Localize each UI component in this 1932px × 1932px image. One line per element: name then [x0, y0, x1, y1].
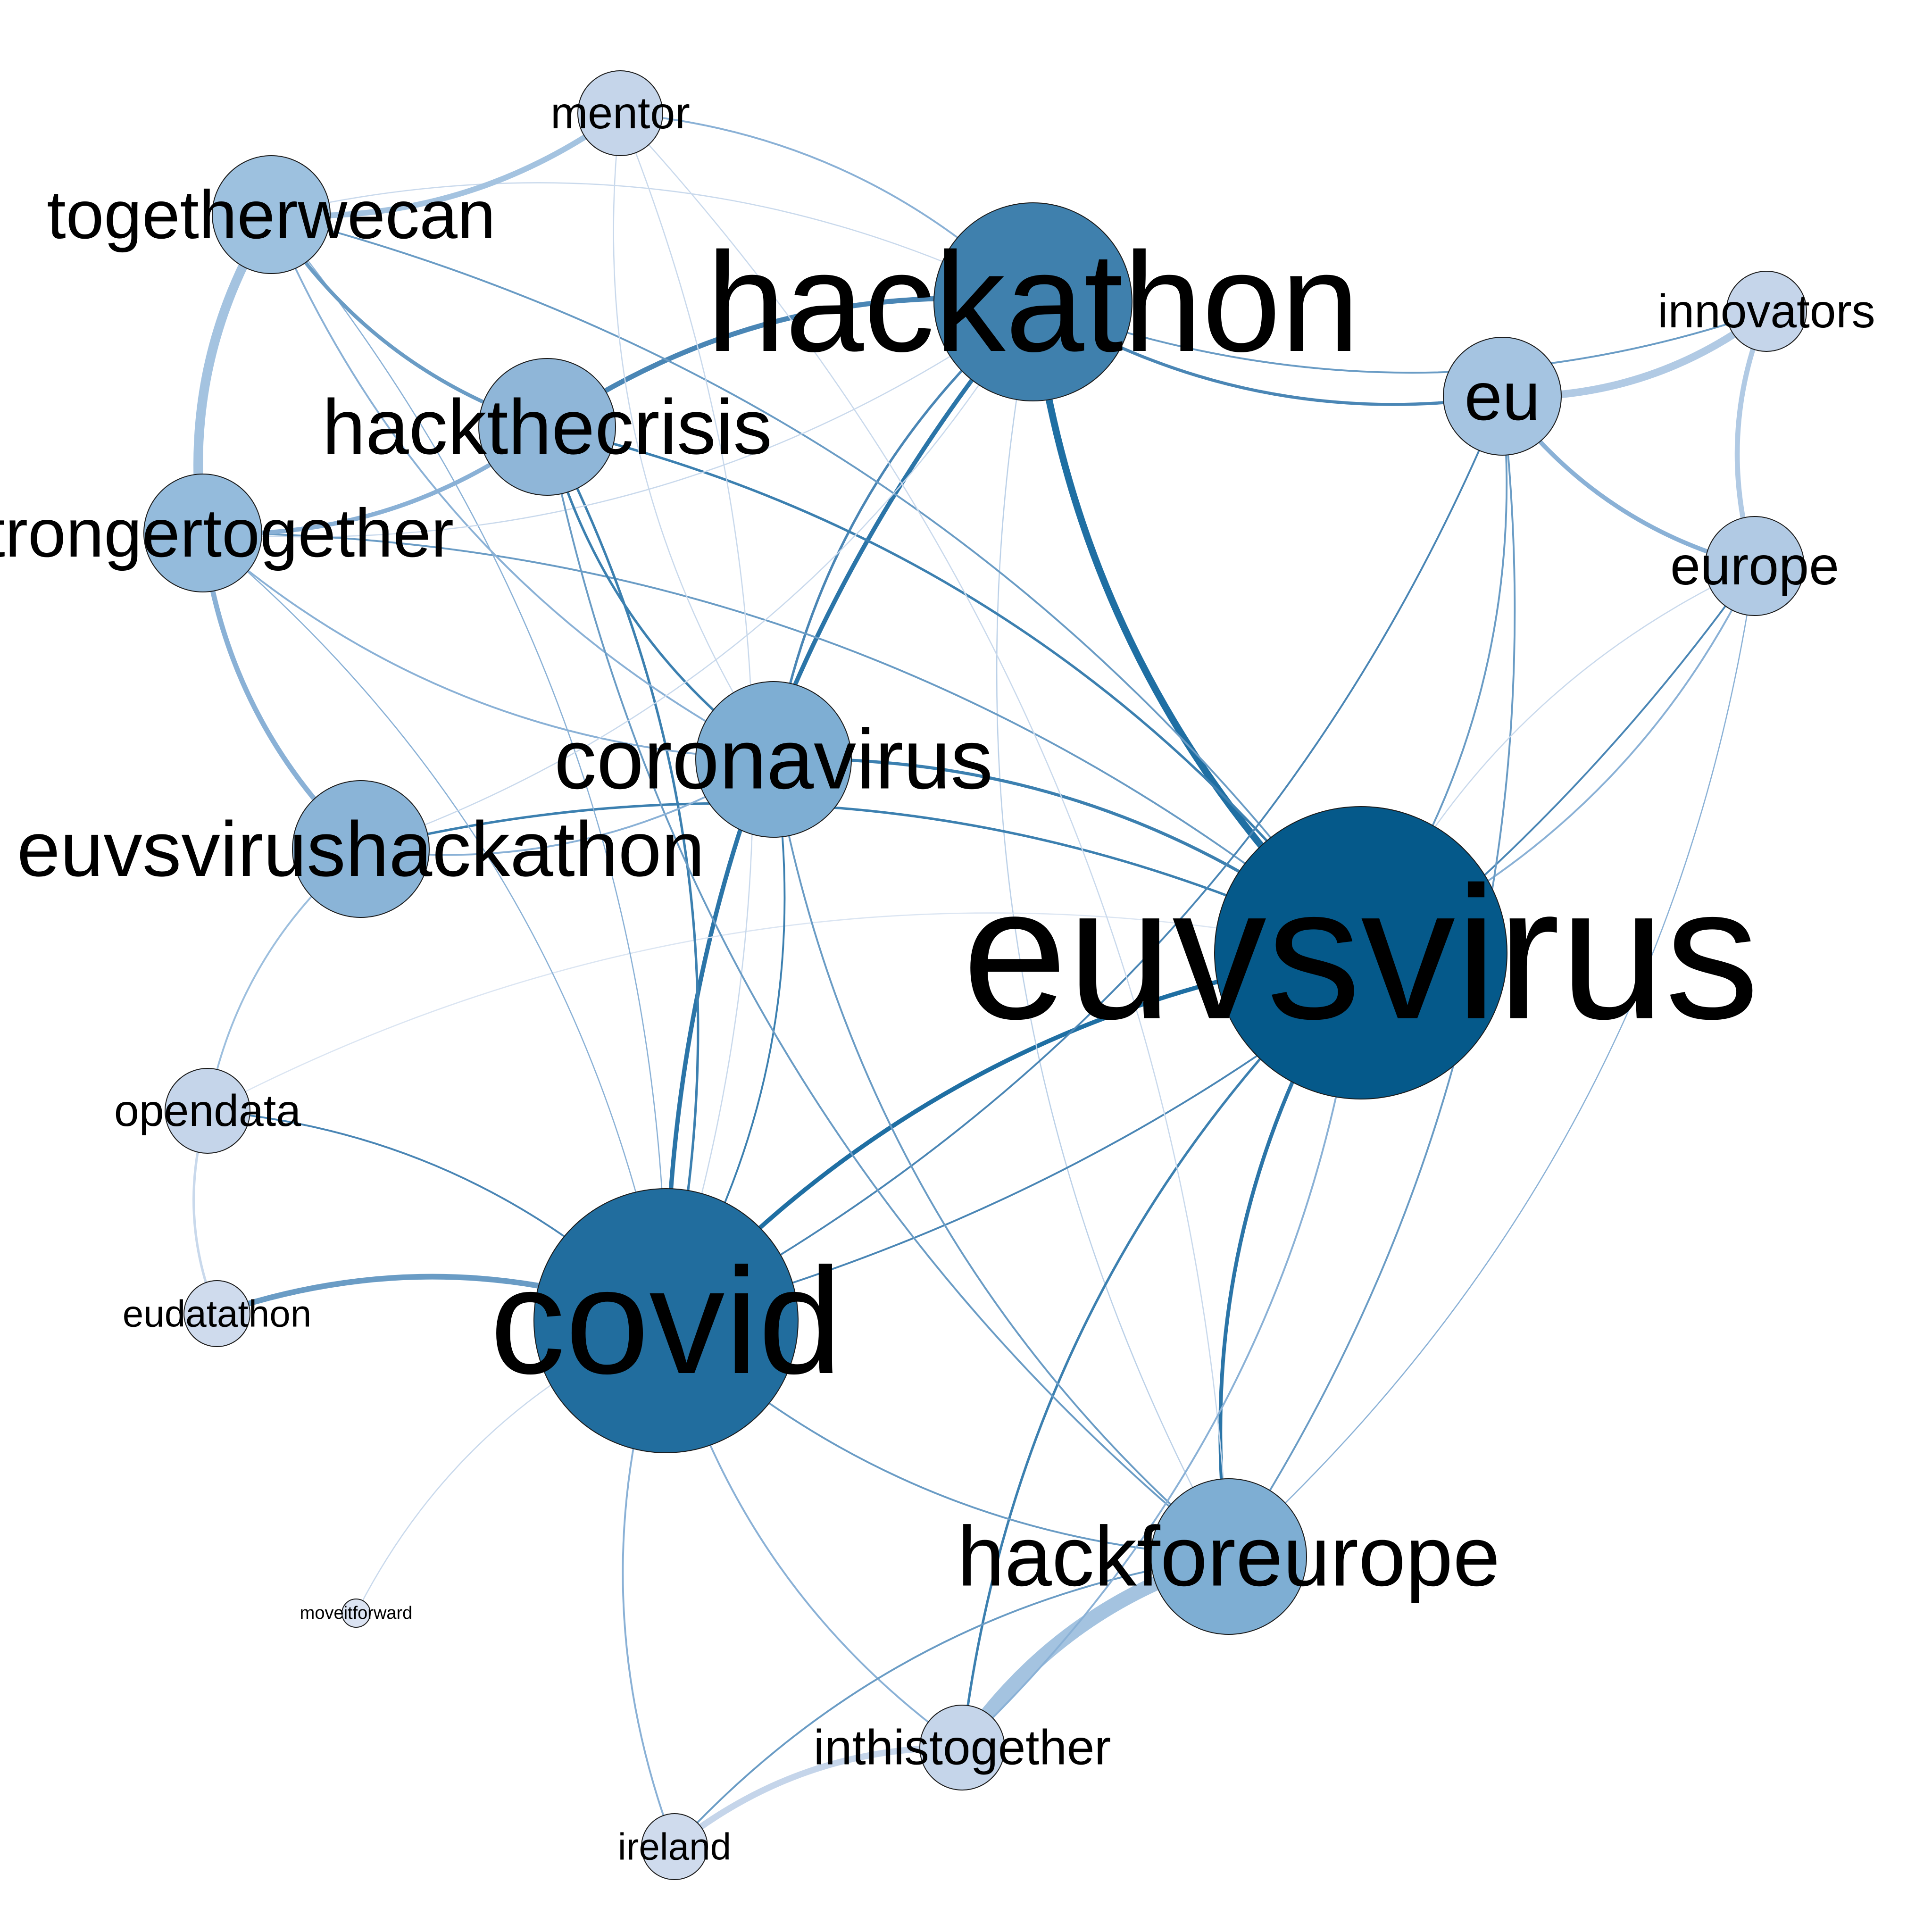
node-innovators[interactable]: [1726, 271, 1807, 352]
edge-euvsvirus-hackthecrisis: [546, 425, 1362, 954]
node-label-inthistogether: inthistogether: [814, 1720, 1111, 1775]
node-label-coronavirus: coronavirus: [554, 712, 993, 807]
node-layer: [143, 70, 1807, 1880]
edge-covid-eu: [665, 395, 1503, 1322]
edge-hackforeurope-mentor: [619, 112, 1230, 1557]
edge-hackforeurope-europe: [1228, 565, 1756, 1557]
node-eudatathon[interactable]: [183, 1280, 250, 1347]
node-hackathon[interactable]: [933, 202, 1133, 401]
node-label-hackathon: hackathon: [707, 223, 1359, 381]
edge-strongertogether-hackathon: [202, 301, 1034, 538]
edge-covid-togetherwecan: [270, 214, 667, 1322]
edge-euvsvirushackathon-hackathon: [360, 301, 1034, 850]
edge-hackathon-togetherwecan: [270, 182, 1034, 303]
edge-hackathon-hackforeurope: [996, 301, 1230, 1557]
node-euvsvirus[interactable]: [1214, 806, 1507, 1099]
edge-coronavirus-hackforeurope: [773, 758, 1230, 1557]
edge-strongertogether-coronavirus: [202, 532, 774, 760]
edge-hackforeurope-ireland: [674, 1556, 1230, 1848]
node-opendata[interactable]: [165, 1068, 250, 1154]
node-label-eu: eu: [1464, 358, 1540, 434]
node-label-europe: europe: [1670, 536, 1839, 596]
node-label-innovators: innovators: [1657, 285, 1875, 338]
node-togetherwecan[interactable]: [212, 155, 331, 274]
node-label-eudatathon: eudatathon: [123, 1293, 311, 1335]
edge-mentor-coronavirus: [613, 112, 774, 760]
node-hackthecrisis[interactable]: [478, 358, 616, 496]
node-label-covid: covid: [490, 1236, 842, 1405]
label-layer: hackathon euvsvirus covid coronavirus hackth…: [0, 88, 1875, 1868]
node-label-hackthecrisis: hackthecrisis: [322, 383, 772, 470]
node-europe[interactable]: [1705, 516, 1805, 616]
edge-inthistogether-ireland: [671, 1744, 966, 1850]
node-label-euvsvirushackathon: euvsvirushackathon: [17, 806, 705, 892]
node-hackforeurope[interactable]: [1150, 1478, 1307, 1635]
node-strongertogether[interactable]: [143, 474, 262, 592]
node-euvsvirushackathon[interactable]: [292, 780, 430, 918]
edge-hackthecrisis-hackforeurope: [546, 426, 1230, 1557]
edge-togetherwecan-coronavirus: [270, 214, 774, 760]
edge-euvsvirus-euvsvirushackathon: [359, 802, 1362, 954]
edge-euvsvirus-togetherwecan: [270, 214, 1362, 954]
edge-hackathon-innovators: [1032, 301, 1767, 374]
node-covid[interactable]: [533, 1188, 799, 1453]
node-label-strongertogether: strongertogether: [0, 495, 454, 571]
node-moveitforward[interactable]: [341, 1599, 371, 1628]
node-label-hackforeurope: hackforeurope: [958, 1509, 1500, 1604]
node-inthistogether[interactable]: [919, 1705, 1005, 1790]
node-mentor[interactable]: [577, 70, 663, 156]
node-label-mentor: mentor: [550, 88, 690, 138]
node-label-opendata: opendata: [114, 1086, 301, 1136]
edge-euvsvirus-strongertogether: [202, 532, 1362, 954]
node-label-togetherwecan: togetherwecan: [47, 176, 495, 253]
node-label-moveitforward: moveitforward: [300, 1603, 413, 1623]
node-label-ireland: ireland: [618, 1826, 731, 1868]
node-eu[interactable]: [1443, 337, 1562, 456]
node-ireland[interactable]: [641, 1813, 708, 1880]
node-label-euvsvirus: euvsvirus: [962, 848, 1759, 1058]
node-coronavirus[interactable]: [695, 681, 852, 838]
edge-covid-strongertogether: [202, 532, 667, 1322]
